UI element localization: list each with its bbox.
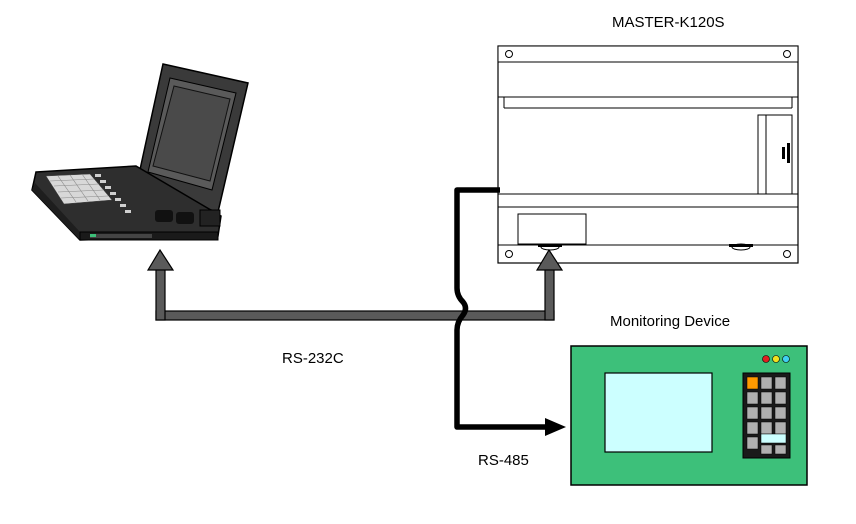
laptop-icon <box>31 63 249 241</box>
hmi-panel-icon <box>570 345 808 486</box>
rs232-cable <box>146 248 564 321</box>
plc-unit <box>497 45 799 264</box>
rs485-arrow-monitor <box>545 418 566 436</box>
monitoring-device-title: Monitoring Device <box>610 313 731 330</box>
plc-title: MASTER-K120S <box>612 14 725 31</box>
rs232-arrow-plc <box>535 248 564 271</box>
rs485-label: RS-485 <box>478 452 529 469</box>
rs232-label: RS-232C <box>282 350 344 367</box>
rs232-arrow-laptop <box>146 248 175 271</box>
rs485-cable <box>454 187 566 436</box>
